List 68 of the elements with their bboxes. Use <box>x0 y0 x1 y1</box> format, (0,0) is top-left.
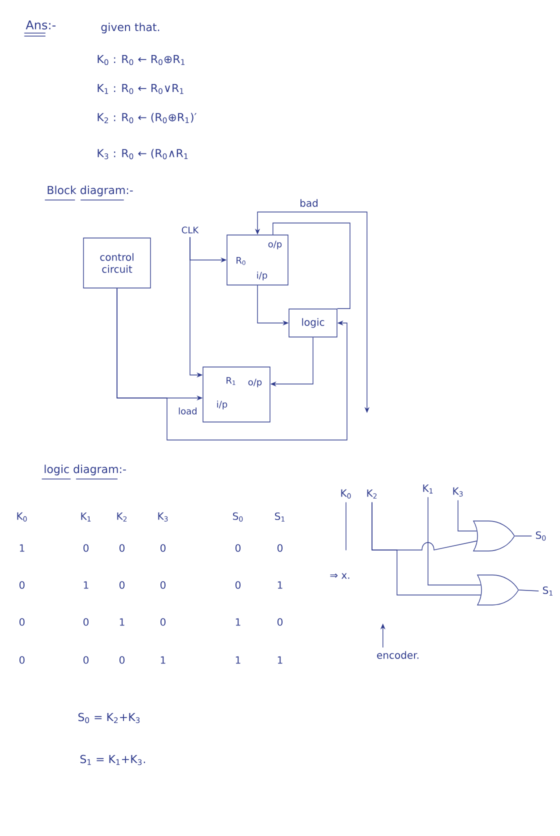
table-header: K$_{2}$ <box>117 512 127 522</box>
table-cell: 1 <box>84 581 88 589</box>
table-header: K$_{0}$ <box>17 512 27 522</box>
input-caption: load <box>178 408 196 414</box>
table-cell: 0 <box>119 656 125 664</box>
table-cell: 1 <box>278 581 282 589</box>
table-cell: 1 <box>120 618 124 626</box>
control-box: control circuit <box>83 238 151 288</box>
table-cell: 0 <box>277 544 283 552</box>
port-label: i/p <box>217 400 228 410</box>
register-name: R$_{1}$ <box>226 377 236 385</box>
signal-label: CLK <box>182 226 199 234</box>
equation: S$_{0}$ = K$_{2}$+K$_{3}$ <box>78 712 140 724</box>
table-cell: 1 <box>236 656 240 664</box>
wire <box>428 496 482 586</box>
table-cell: 0 <box>119 544 125 552</box>
table-header: S$_{1}$ <box>275 512 284 522</box>
table-cell: 1 <box>278 656 282 664</box>
table-cell: 0 <box>160 581 166 589</box>
table-cell: 0 <box>19 656 25 664</box>
section-heading: logic diagram:- <box>44 464 126 476</box>
port-label: o/p <box>248 378 262 388</box>
table-cell: 0 <box>83 618 89 626</box>
table-cell: 0 <box>235 581 241 589</box>
wire <box>458 500 478 532</box>
text-line: given that. <box>101 22 160 34</box>
note-text: ⇒ x. <box>330 573 350 579</box>
port-label: o/p <box>268 240 282 250</box>
equation: K$_{2}$ : R$_{0}$ ← (R$_{0}$⊕R$_{1}$)′ <box>98 112 197 124</box>
or-gate <box>473 520 515 552</box>
wire <box>272 222 350 310</box>
table-header: K$_{1}$ <box>81 512 91 522</box>
table-cell: 0 <box>83 544 89 552</box>
equation: K$_{0}$ : R$_{0}$ ← R$_{0}$⊕R$_{1}$ <box>98 54 184 66</box>
input-label: K$_{1}$ <box>423 484 433 494</box>
table-cell: 0 <box>119 581 125 589</box>
table-cell: 0 <box>235 544 241 552</box>
equation: K$_{3}$ : R$_{0}$ ← (R$_{0}$∧R$_{1}$ <box>98 148 188 160</box>
arrow <box>116 288 348 440</box>
output-label: S$_{0}$ <box>536 531 546 541</box>
input-label: K$_{3}$ <box>453 487 463 497</box>
logic-box: logic <box>288 308 338 338</box>
table-cell: 0 <box>277 618 283 626</box>
table-cell: 1 <box>20 544 24 552</box>
equation: S$_{1}$ = K$_{1}$+K$_{3}$. <box>80 754 146 766</box>
caption-text: encoder. <box>377 651 418 659</box>
table-cell: 0 <box>19 618 25 626</box>
table-header: K$_{3}$ <box>158 512 168 522</box>
equation: K$_{1}$ : R$_{0}$ ← R$_{0}$∨R$_{1}$ <box>98 84 184 94</box>
section-heading: Block diagram:- <box>48 186 133 196</box>
table-cell: 0 <box>160 544 166 552</box>
table-cell: 0 <box>83 656 89 664</box>
or-gate <box>477 574 519 606</box>
input-label: K$_{2}$ <box>367 489 377 499</box>
wire <box>372 502 482 596</box>
table-cell: 1 <box>160 656 166 664</box>
register-name: R$_{0}$ <box>236 257 246 265</box>
table-header: S$_{0}$ <box>233 512 243 522</box>
table-cell: 0 <box>19 581 25 589</box>
edge-label: bad <box>298 198 320 208</box>
input-label: K$_{0}$ <box>341 489 351 499</box>
port-label: i/p <box>257 272 268 280</box>
output-label: S$_{1}$ <box>543 586 552 596</box>
table-cell: 1 <box>236 618 240 626</box>
register-box <box>226 234 288 286</box>
table-cell: 0 <box>160 618 166 626</box>
wire <box>518 590 539 592</box>
answer-heading: Ans:- <box>26 20 56 30</box>
